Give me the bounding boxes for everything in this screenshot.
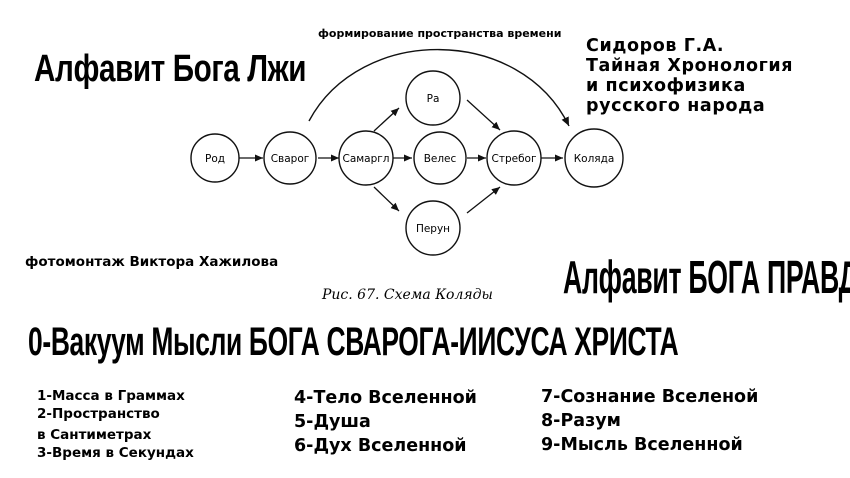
node-ra: Ра	[405, 70, 461, 126]
source-citation: Сидоров Г.А. Тайная Хронология и психофи…	[586, 36, 793, 116]
photomontage-credit: фотомонтаж Виктора Хажилова	[25, 254, 279, 270]
title-alphabet-of-lie: Алфавит Бога Лжи	[34, 48, 307, 90]
node-rod-label: Род	[205, 153, 225, 165]
node-veles: Велес	[413, 131, 467, 185]
edge-samargl-perun	[373, 186, 400, 212]
node-stribog-label: Стребог	[492, 153, 537, 165]
book-title-line-2: и психофизика	[586, 76, 746, 96]
title-alphabet-of-truth: Алфавит БОГА ПРАВДЫ	[563, 251, 850, 303]
list-item-8: 8-Разум	[541, 411, 621, 431]
node-rod: Род	[190, 133, 240, 183]
figure-caption: Рис. 67. Схема Коляды	[322, 287, 493, 303]
node-svarog-label: Сварог	[271, 153, 310, 165]
list-item-2: 2-Пространство	[37, 406, 160, 422]
list-item-4: 4-Тело Вселенной	[294, 388, 477, 408]
list-item-2-continued: в Сантиметрах	[37, 427, 152, 443]
book-title-line-3: русского народа	[586, 96, 766, 116]
node-svarog: Сварог	[263, 131, 317, 185]
edge-samargl-ra	[373, 107, 400, 132]
vacuum-heading: 0-Вакуум Мысли БОГА СВАРОГА-ИИСУСА ХРИСТ…	[28, 320, 679, 364]
node-samargl: Самаргл	[338, 130, 394, 186]
list-item-6: 6-Дух Вселенной	[294, 436, 467, 456]
diagram-top-label: формирование пространства времени	[318, 27, 562, 40]
author-name: Сидоров Г.А.	[586, 36, 725, 56]
list-item-1: 1-Масса в Граммах	[37, 388, 185, 404]
node-perun: Перун	[405, 200, 461, 256]
edge-svarog-kolyada-arc	[308, 48, 570, 127]
node-veles-label: Велес	[424, 153, 457, 165]
node-perun-label: Перун	[416, 223, 450, 235]
list-item-7: 7-Сознание Вселеной	[541, 387, 759, 407]
edge-perun-stribog	[466, 186, 501, 214]
node-stribog: Стребог	[486, 130, 542, 186]
book-title-line-1: Тайная Хронология	[586, 56, 794, 76]
list-item-5: 5-Душа	[294, 412, 371, 432]
list-item-3: 3-Время в Секундах	[37, 445, 194, 461]
node-kolyada-label: Коляда	[574, 153, 615, 165]
edge-ra-stribog	[466, 99, 501, 131]
list-item-9: 9-Мысль Вселенной	[541, 435, 743, 455]
node-kolyada: Коляда	[564, 128, 624, 188]
node-samargl-label: Самаргл	[342, 153, 389, 165]
node-ra-label: Ра	[427, 93, 440, 105]
